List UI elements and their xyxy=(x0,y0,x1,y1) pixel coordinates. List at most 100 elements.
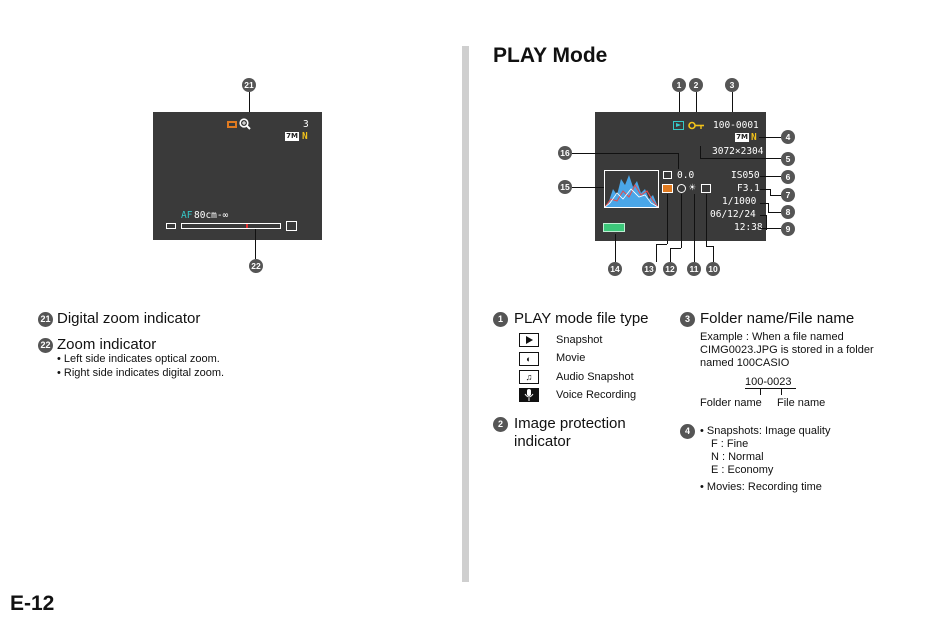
legend-number-22: 22 xyxy=(38,338,53,353)
leader-line xyxy=(760,203,768,204)
leader-line xyxy=(679,92,680,120)
audio-snapshot-icon: ♫ xyxy=(519,370,539,384)
example-text: CIMG0023.JPG is stored in a folder xyxy=(700,344,874,356)
leader-line xyxy=(656,244,657,262)
leader-line xyxy=(706,194,707,246)
callout-4: 4 xyxy=(781,130,795,144)
leader-line xyxy=(770,195,781,196)
leader-line xyxy=(572,187,604,188)
page-title: PLAY Mode xyxy=(493,44,608,67)
callout-8: 8 xyxy=(781,205,795,219)
callout-16: 16 xyxy=(558,146,572,160)
leader-line xyxy=(781,388,782,395)
file-number: 100-0001 xyxy=(713,120,759,131)
shots-remaining: 3 xyxy=(303,119,309,130)
quality-item: E : Economy xyxy=(711,464,774,476)
af-label: AF xyxy=(181,210,193,221)
battery-indicator-icon xyxy=(603,223,625,232)
leader-line xyxy=(713,246,714,262)
legend-number-2: 2 xyxy=(493,417,508,432)
image-size-badge: 7M xyxy=(735,133,749,142)
zoom-position-marker xyxy=(246,224,248,228)
leader-line xyxy=(670,248,671,262)
leader-line xyxy=(694,194,695,262)
leader-line xyxy=(760,176,781,177)
leader-line xyxy=(700,146,701,158)
legend-digital-zoom: Digital zoom indicator xyxy=(57,310,201,327)
callout-6: 6 xyxy=(781,170,795,184)
folder-name-label: Folder name xyxy=(700,397,762,409)
movie-icon: ◐ xyxy=(519,352,539,366)
callout-7: 7 xyxy=(781,188,795,202)
time-display: 12:38 xyxy=(734,222,763,233)
protection-key-icon xyxy=(688,121,704,130)
leader-line xyxy=(572,153,678,154)
legend-zoom-indicator: Zoom indicator xyxy=(57,336,157,353)
leader-line xyxy=(766,215,767,230)
leader-line xyxy=(656,244,667,245)
play-lcd-screen: 100-0001 7M N 3072×2304 0.0 IS050 ☀ F3.1… xyxy=(595,112,766,241)
callout-2: 2 xyxy=(689,78,703,92)
example-text: Example : When a file named xyxy=(700,331,844,343)
bullet-item: • Movies: Recording time xyxy=(700,481,822,493)
underline xyxy=(745,388,796,389)
card-icon xyxy=(662,184,673,193)
legend-number-3: 3 xyxy=(680,312,695,327)
histogram xyxy=(604,170,659,208)
folder-file-code: 100-0023 xyxy=(745,376,792,388)
leader-line xyxy=(732,92,733,120)
callout-21: 21 xyxy=(242,78,256,92)
ev-icon xyxy=(663,171,672,179)
callout-10: 10 xyxy=(706,262,720,276)
zoom-bar xyxy=(181,223,281,229)
callout-13: 13 xyxy=(642,262,656,276)
leader-line xyxy=(249,92,250,119)
leader-line xyxy=(770,189,771,196)
iso-value: IS050 xyxy=(731,170,760,181)
legend-protection: Image protection xyxy=(514,415,626,432)
file-type-label: Snapshot xyxy=(556,334,603,346)
voice-recording-icon xyxy=(519,388,539,402)
callout-15: 15 xyxy=(558,180,572,194)
leader-line xyxy=(760,189,770,190)
callout-22: 22 xyxy=(249,259,263,273)
file-type-label: Voice Recording xyxy=(556,389,637,401)
leader-line xyxy=(706,246,713,247)
legend-file-type: PLAY mode file type xyxy=(514,310,649,327)
ev-value: 0.0 xyxy=(677,170,695,181)
legend-number-21: 21 xyxy=(38,312,53,327)
af-range: 80cm-∞ xyxy=(194,210,229,221)
callout-5: 5 xyxy=(781,152,795,166)
zoom-lcd-screen: 3 7M N AF 80cm-∞ xyxy=(153,112,322,240)
white-balance-icon: ☀ xyxy=(689,181,696,194)
leader-line xyxy=(768,212,781,213)
callout-14: 14 xyxy=(608,262,622,276)
file-type-label: Movie xyxy=(556,352,586,364)
snapshot-icon xyxy=(519,333,539,347)
leader-line xyxy=(768,203,769,212)
card-icon xyxy=(227,121,237,128)
tele-icon xyxy=(286,221,297,231)
leader-line xyxy=(696,92,697,120)
shutter-speed: 1/1000 xyxy=(722,196,757,207)
digital-zoom-icon xyxy=(239,118,251,130)
leader-line xyxy=(615,234,616,262)
leader-line xyxy=(760,228,781,229)
quality-item: F : Fine xyxy=(711,438,749,450)
callout-9: 9 xyxy=(781,222,795,236)
bullet-item: • Snapshots: Image quality xyxy=(700,425,831,437)
bullet-item: • Right side indicates digital zoom. xyxy=(57,367,225,379)
example-text: named 100CASIO xyxy=(700,357,790,369)
leader-line xyxy=(667,194,668,244)
image-size-badge: 7M xyxy=(285,132,299,141)
date-display: 06/12/24 xyxy=(710,209,756,220)
callout-3: 3 xyxy=(725,78,739,92)
file-name-label: File name xyxy=(777,397,826,409)
quality-indicator: N xyxy=(302,131,308,142)
leader-line xyxy=(255,229,256,259)
legend-protection-line2: indicator xyxy=(514,433,571,450)
quality-indicator: N xyxy=(751,132,757,143)
leader-line xyxy=(681,194,682,248)
leader-line xyxy=(670,248,681,249)
callout-12: 12 xyxy=(663,262,677,276)
